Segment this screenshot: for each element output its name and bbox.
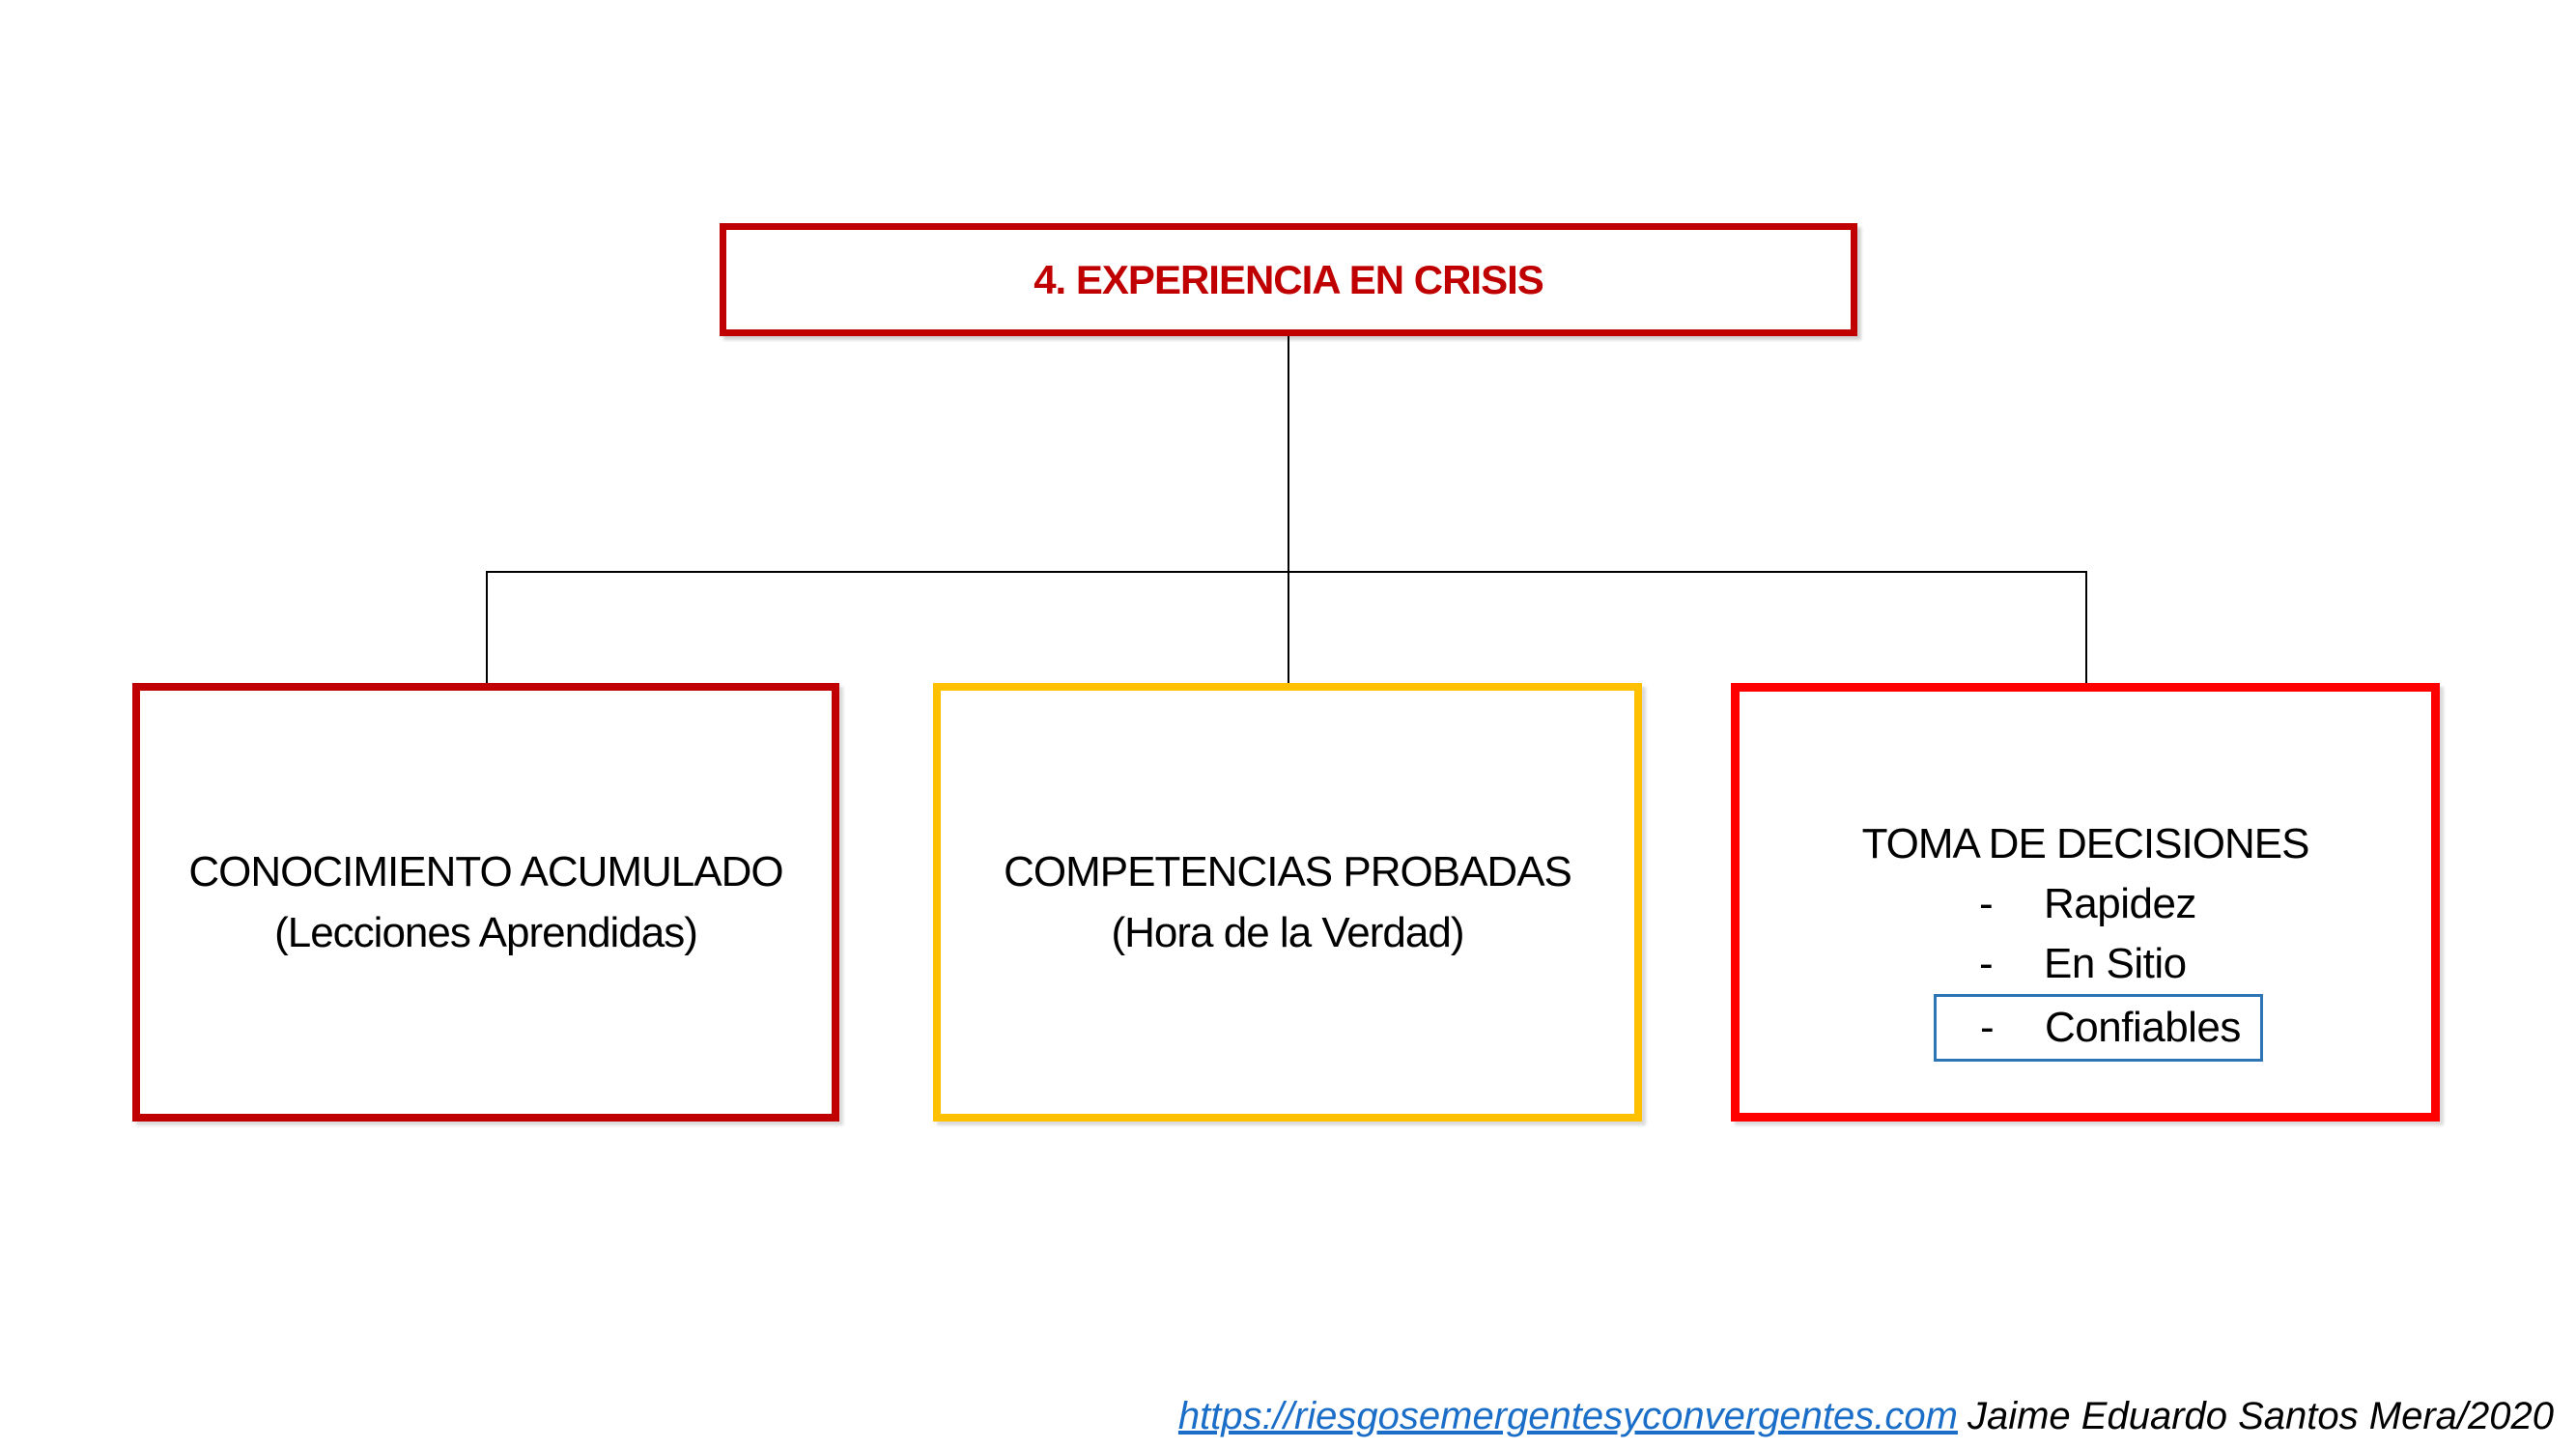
- node-competencias-line1: COMPETENCIAS PROBADAS: [1004, 848, 1572, 895]
- list-item-en-sitio-label: En Sitio: [2044, 940, 2187, 987]
- bullet-dash: -: [1980, 1004, 1995, 1051]
- connector-drop-right: [2085, 571, 2087, 684]
- connector-drop-middle: [1288, 571, 1289, 684]
- list-item-confiables-label: Confiables: [2045, 1004, 2241, 1051]
- list-item-rapidez: - Rapidez: [1979, 874, 2431, 934]
- title-box: 4. EXPERIENCIA EN CRISIS: [720, 223, 1857, 336]
- connector-drop-left: [486, 571, 488, 684]
- footer-link[interactable]: https://riesgosemergentesyconvergentes.c…: [1177, 1395, 1958, 1437]
- title-text: 4. EXPERIENCIA EN CRISIS: [1033, 256, 1544, 302]
- footer-credit: Jaime Eduardo Santos Mera/2020: [1967, 1395, 2554, 1437]
- list-item-confiables-highlight-box: - Confiables: [1934, 994, 2263, 1062]
- node-toma-heading: TOMA DE DECISIONES: [1861, 820, 2310, 867]
- node-conocimiento-line1: CONOCIMIENTO ACUMULADO: [188, 848, 783, 895]
- connector-horizontal: [486, 571, 2087, 573]
- bullet-dash: -: [1979, 940, 1994, 987]
- connector-title-vertical: [1288, 336, 1289, 572]
- list-item-rapidez-label: Rapidez: [2044, 880, 2196, 927]
- node-competencias-line2: (Hora de la Verdad): [1111, 909, 1465, 956]
- node-conocimiento-acumulado: CONOCIMIENTO ACUMULADO (Lecciones Aprend…: [132, 683, 839, 1122]
- node-toma-de-decisiones: TOMA DE DECISIONES - Rapidez - En Sitio - C…: [1731, 683, 2440, 1122]
- list-item-en-sitio: - En Sitio: [1979, 934, 2431, 994]
- node-conocimiento-line2: (Lecciones Aprendidas): [274, 909, 698, 956]
- node-competencias-probadas: COMPETENCIAS PROBADAS (Hora de la Verdad…: [933, 683, 1642, 1122]
- footer: https://riesgosemergentesyconvergentes.c…: [1178, 1387, 2554, 1445]
- bullet-dash: -: [1979, 880, 1994, 927]
